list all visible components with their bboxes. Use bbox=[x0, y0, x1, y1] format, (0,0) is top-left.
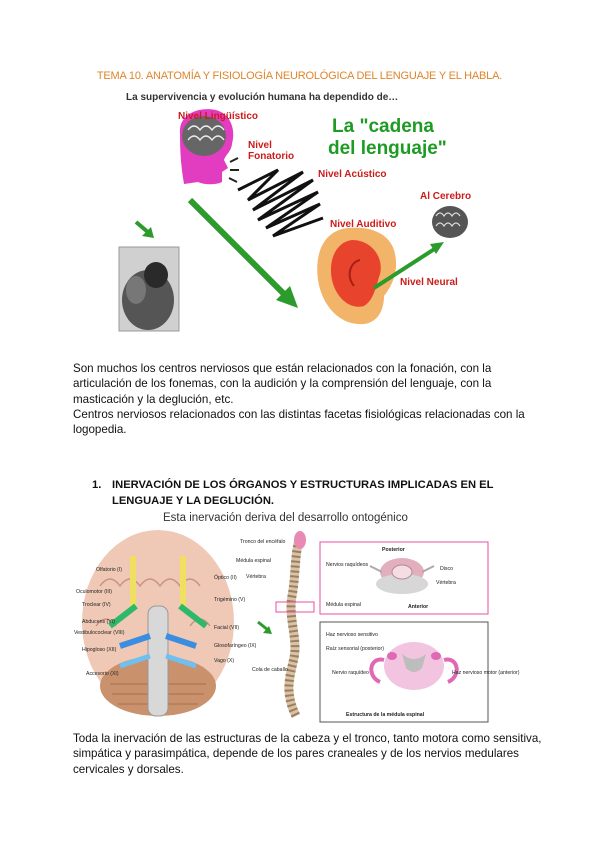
spinal-cord-panel bbox=[319, 621, 489, 723]
chain-title-line2: del lenguaje" bbox=[328, 138, 447, 159]
brain-label-left-2: Troclear (IV) bbox=[82, 602, 111, 608]
paragraph-inervacion: Toda la inervación de las estructuras de… bbox=[73, 732, 542, 776]
cord-caption: Estructura de la médula espinal bbox=[346, 712, 425, 718]
cord-labels: Haz nervioso sensitivo Raíz sensorial (p… bbox=[326, 632, 520, 718]
vertebra-label-1: Nervios raquídeos bbox=[326, 562, 369, 568]
cord-label-2: Nervio raquídeo bbox=[332, 670, 369, 676]
brain-label-right-3: Glosofaríngeo (IX) bbox=[214, 643, 257, 649]
brain-icon bbox=[432, 206, 468, 238]
document-title: TEMA 10. ANATOMÍA Y FISIOLOGÍA NEUROLÓGI… bbox=[96, 70, 503, 82]
section1-heading-text: INERVACIÓN DE LOS ÓRGANOS Y ESTRUCTURAS … bbox=[112, 479, 494, 507]
spine-label-0: Tronco del encéfalo bbox=[240, 539, 285, 545]
vertebra-label-3: Vértebra bbox=[436, 580, 456, 586]
label-nivel-fonatorio-2: Fonatorio bbox=[248, 151, 294, 162]
innervation-figure: Olfatorio (I) Oculomotor (III) Troclear … bbox=[74, 530, 520, 723]
label-al-cerebro: Al Cerebro bbox=[420, 191, 471, 202]
brain-label-right-2: Facial (VII) bbox=[214, 625, 239, 631]
spine-label-3: Cola de caballo bbox=[252, 667, 288, 673]
ear-to-brain-arrow-icon bbox=[372, 242, 444, 290]
figure1-subtitle: La supervivencia y evolución humana ha d… bbox=[126, 92, 399, 103]
cord-label-1: Raíz sensorial (posterior) bbox=[326, 646, 384, 652]
brain-label-left-4: Vestibulococlear (VIII) bbox=[74, 630, 125, 636]
brain-label-right-4: Vago (X) bbox=[214, 658, 234, 664]
spine-illustration bbox=[275, 531, 315, 719]
paragraph1-line2: Centros nerviosos relacionados con las d… bbox=[73, 407, 525, 437]
small-green-arrow-icon bbox=[134, 220, 154, 238]
section1-heading: 1. INERVACIÓN DE LOS ÓRGANOS Y ESTRUCTUR… bbox=[92, 478, 522, 509]
vertebra-label-0: Posterior bbox=[382, 547, 405, 553]
brain-labels: Olfatorio (I) Oculomotor (III) Troclear … bbox=[74, 567, 257, 677]
large-green-arrow-icon bbox=[187, 197, 298, 308]
spine-label-2: Vértebra bbox=[246, 574, 266, 580]
cord-label-3: Haz nervioso motor (anterior) bbox=[452, 670, 520, 676]
brain-label-left-1: Oculomotor (III) bbox=[76, 589, 112, 595]
acoustic-wave-icon bbox=[237, 168, 324, 238]
label-nivel-acustico: Nivel Acústico bbox=[318, 169, 387, 180]
spine-label-1: Médula espinal bbox=[236, 558, 271, 564]
chimp-child-photo bbox=[118, 246, 180, 332]
brain-label-right-0: Óptico (II) bbox=[214, 574, 237, 581]
label-nivel-linguistico: Nivel Lingüístico bbox=[178, 111, 258, 122]
head-silhouette-icon bbox=[179, 109, 234, 185]
spine-labels: Tronco del encéfalo Médula espinal Vérte… bbox=[236, 539, 288, 673]
brain-label-left-5: Hipogloso (XII) bbox=[82, 647, 117, 653]
brain-base-illustration bbox=[82, 530, 234, 717]
label-nivel-auditivo: Nivel Auditivo bbox=[330, 219, 396, 230]
vertebra-detail-panel bbox=[319, 541, 489, 615]
chain-title-line1: La "cadena bbox=[332, 116, 434, 137]
vertebra-label-5: Anterior bbox=[408, 604, 428, 610]
sound-ticks-icon bbox=[228, 157, 239, 183]
cord-label-0: Haz nervioso sensitivo bbox=[326, 632, 378, 638]
figure2-caption: Esta inervación deriva del desarrollo on… bbox=[163, 512, 408, 524]
brain-label-left-3: Abducens (VI) bbox=[82, 619, 115, 625]
spine-green-arrow-icon bbox=[257, 620, 272, 634]
label-nivel-neural: Nivel Neural bbox=[400, 277, 458, 288]
speech-chain-figure: Nivel Lingüístico Nivel Fonatorio La "ca… bbox=[118, 109, 471, 332]
label-nivel-fonatorio-1: Nivel bbox=[248, 140, 272, 151]
paragraph-centros-nerviosos: Son muchos los centros nerviosos que est… bbox=[73, 361, 543, 437]
brain-label-right-1: Trigémino (V) bbox=[214, 597, 245, 603]
vertebra-label-4: Médula espinal bbox=[326, 602, 361, 608]
brain-label-left-0: Olfatorio (I) bbox=[96, 567, 122, 573]
brain-label-left-6: Accesorio (XI) bbox=[86, 671, 119, 677]
ear-icon bbox=[317, 227, 397, 325]
paragraph1-line1: Son muchos los centros nerviosos que est… bbox=[73, 362, 492, 406]
vertebra-label-2: Disco bbox=[440, 566, 453, 572]
section1-number: 1. bbox=[92, 479, 102, 491]
vertebra-labels: Posterior Nervios raquídeos Disco Vérteb… bbox=[326, 547, 456, 610]
